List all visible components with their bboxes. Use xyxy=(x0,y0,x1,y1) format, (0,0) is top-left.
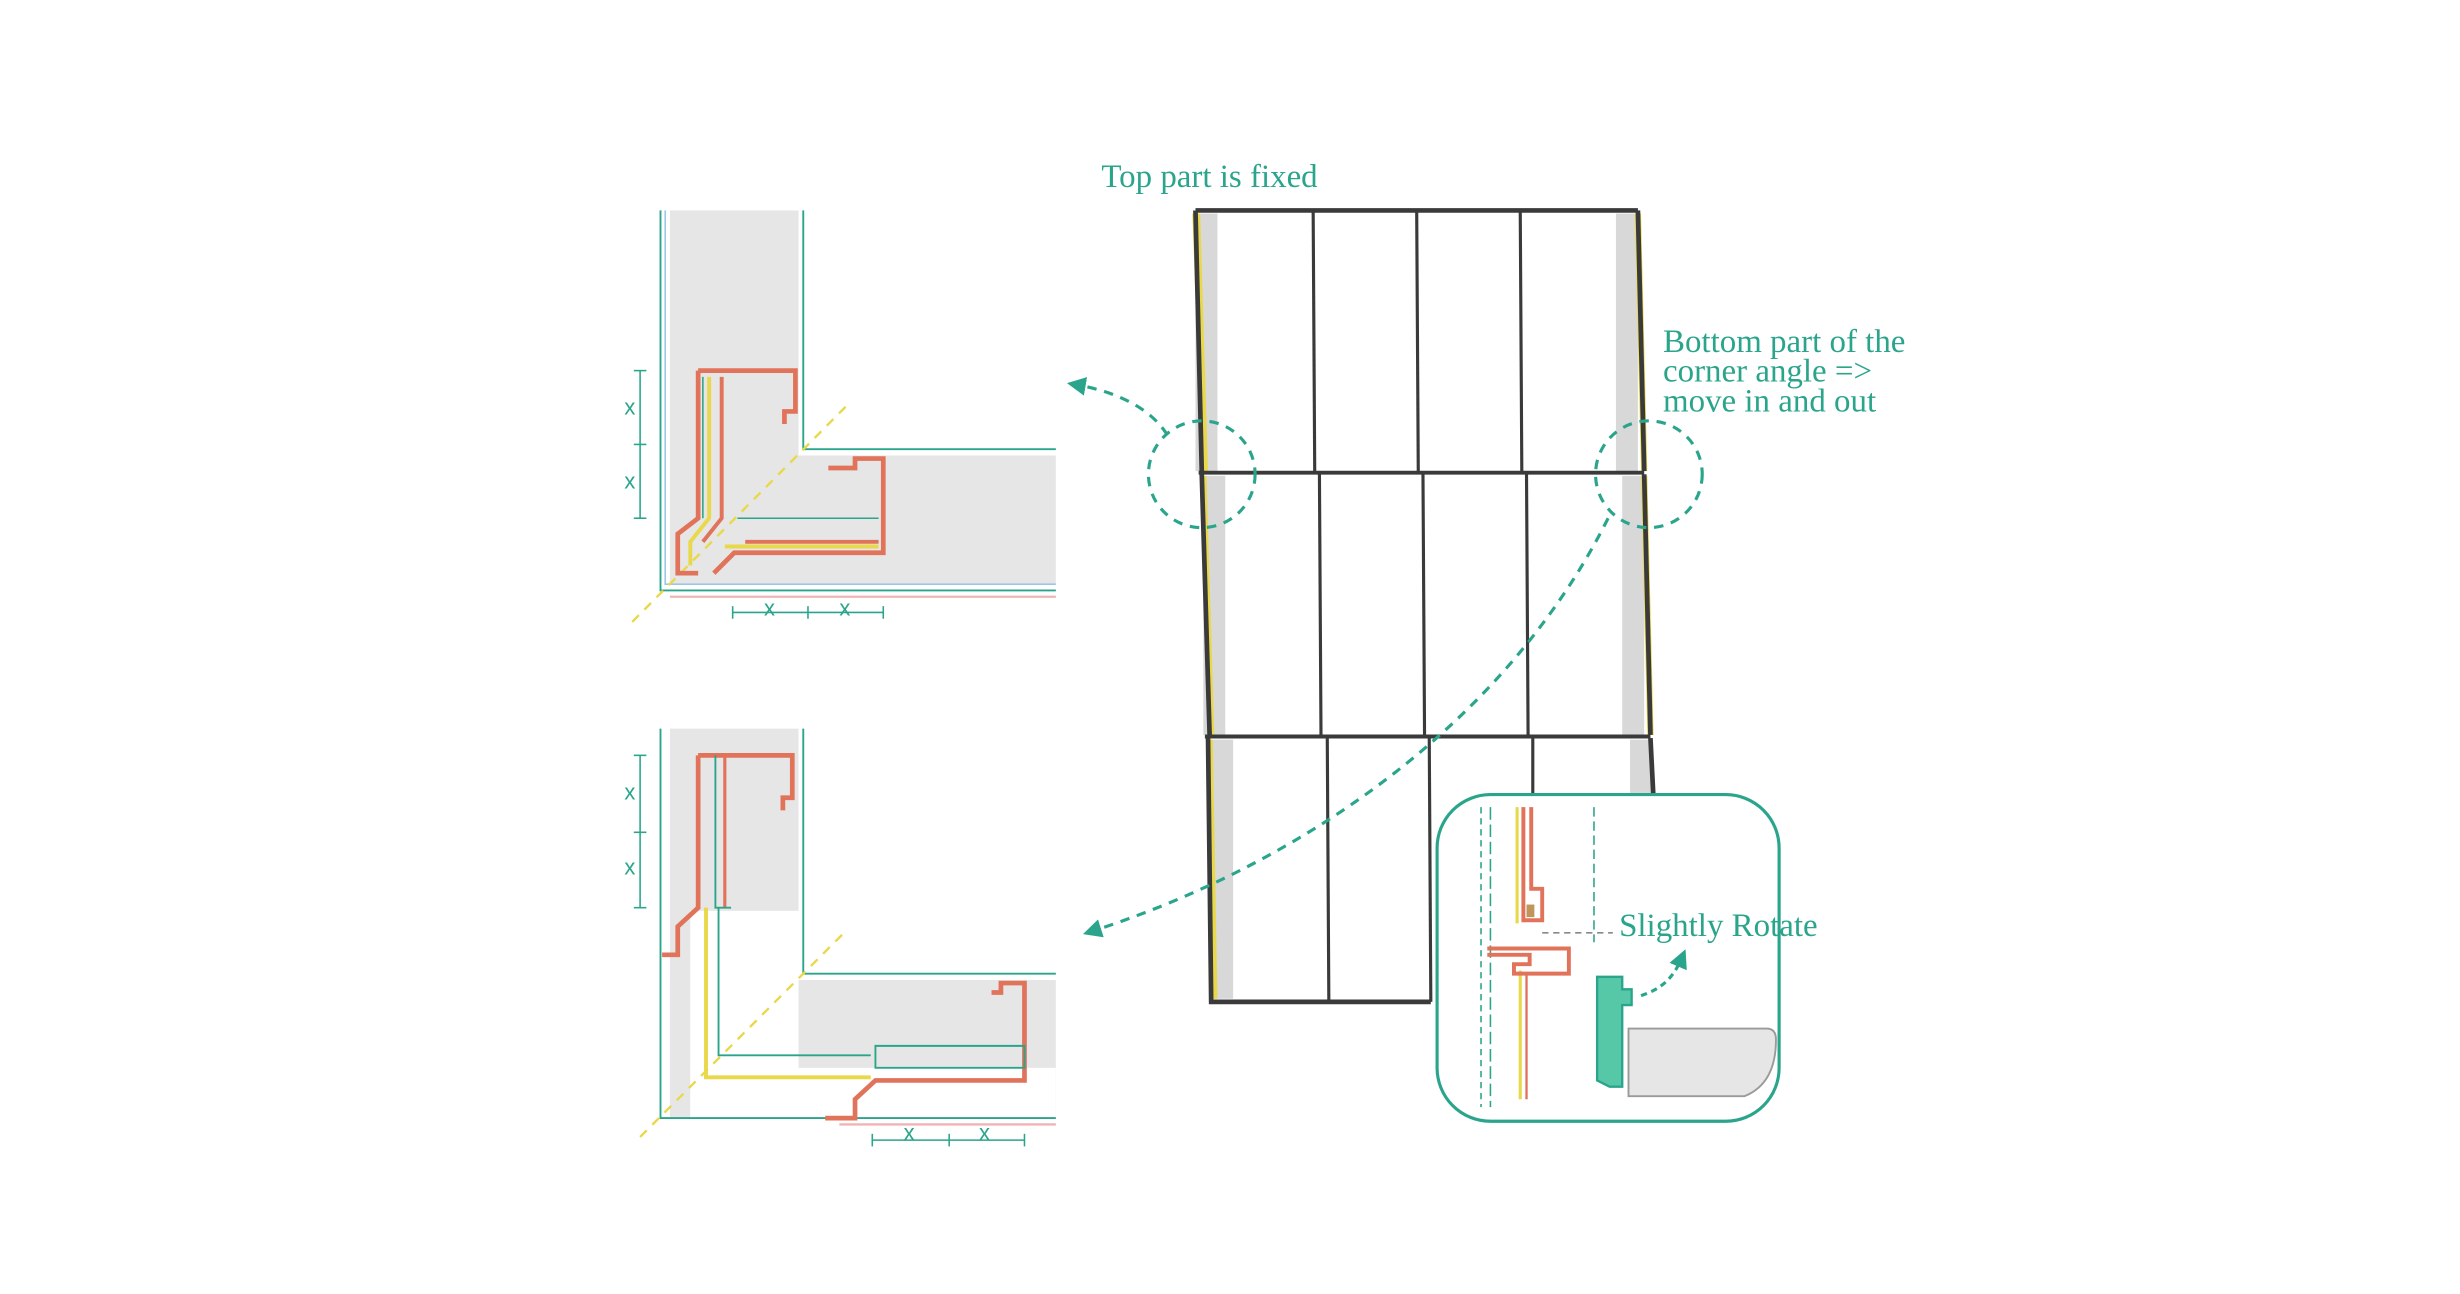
elevation-bottom-band xyxy=(1205,737,1656,1005)
lower-inner-line xyxy=(659,728,1056,1120)
bottom-move-label-3: move in and out xyxy=(1663,383,1876,419)
top-band-frame xyxy=(1193,208,1647,472)
upper-profile-d xyxy=(701,376,724,544)
top-band-divider-1 xyxy=(1311,210,1317,472)
top-band-right-edge xyxy=(1615,213,1638,472)
middle-band-right-edge xyxy=(1622,475,1645,735)
lower-insulation xyxy=(704,907,871,1080)
slightly-rotate-label: Slightly Rotate xyxy=(1619,908,1818,944)
left-joint-highlight-circle xyxy=(1146,419,1257,530)
bottom-move-label-1: Bottom part of the xyxy=(1663,324,1905,360)
elevation-middle-band xyxy=(1199,474,1654,736)
bottom-band-left-edge xyxy=(1211,739,1234,999)
lower-green-inner xyxy=(717,907,871,1057)
lower-profile-b xyxy=(662,755,701,958)
upper-profile-c xyxy=(712,456,886,575)
upper-dim-label-v1: x xyxy=(624,395,635,420)
upper-corner-detail: x x x x xyxy=(624,210,1066,623)
inset-upper-clip xyxy=(1526,904,1535,918)
panel-elevation: Top part is fixed Bottom part of the cor… xyxy=(1066,159,1905,1005)
inset-upper-profile xyxy=(1521,807,1545,923)
lower-dim-label-v1: x xyxy=(624,779,635,804)
bottom-band-divider-2 xyxy=(1427,738,1433,1002)
lower-dim-label-h1: x xyxy=(904,1120,915,1145)
upper-wall-horizontal xyxy=(669,455,1056,585)
inset-sill-block xyxy=(1627,1027,1777,1098)
top-fixed-label: Top part is fixed xyxy=(1101,159,1318,195)
middle-band-divider-2 xyxy=(1421,474,1427,735)
lower-corner-detail: x x x x xyxy=(624,728,1066,1147)
middle-band-divider-3 xyxy=(1524,474,1530,735)
bottom-move-label-2: corner angle => xyxy=(1663,354,1872,390)
upper-dim-label-v2: x xyxy=(624,468,635,493)
rotate-inset: Slightly Rotate xyxy=(1435,793,1818,1123)
arrow-to-upper-detail xyxy=(1066,377,1169,436)
upper-profile-a xyxy=(698,368,798,425)
lower-diagonal xyxy=(639,928,849,1138)
inset-lower-profile xyxy=(1487,946,1571,976)
bottom-band-right-edge xyxy=(1630,739,1653,803)
middle-band-divider-1 xyxy=(1317,474,1323,735)
upper-profile-b xyxy=(675,370,701,576)
lower-frame-green xyxy=(714,755,1026,1069)
elevation-top-band xyxy=(1192,208,1648,472)
top-band-divider-3 xyxy=(1518,210,1524,472)
top-band-divider-2 xyxy=(1415,210,1420,472)
inset-green-angle xyxy=(1595,975,1633,1088)
upper-inner-line xyxy=(659,210,1056,592)
lower-dim-label-v2: x xyxy=(624,855,635,880)
bottom-band-divider-1 xyxy=(1325,738,1331,1002)
upper-dim-label-h2: x xyxy=(839,596,850,621)
upper-dim-label-h1: x xyxy=(764,596,775,621)
inset-rotate-arrow xyxy=(1640,949,1687,998)
lower-dim-label-h2: x xyxy=(979,1120,990,1145)
lower-profile-a xyxy=(698,753,795,811)
upper-green-inner xyxy=(702,376,879,520)
upper-blue-line xyxy=(664,210,1056,585)
middle-band-frame xyxy=(1199,474,1653,736)
upper-insulation xyxy=(688,376,879,566)
lower-profile-c xyxy=(825,980,1027,1121)
upper-corner-void xyxy=(798,210,1066,456)
lower-corner-void xyxy=(798,728,1066,980)
bottom-band-frame xyxy=(1205,737,1656,1005)
right-joint-highlight-circle xyxy=(1593,419,1704,530)
